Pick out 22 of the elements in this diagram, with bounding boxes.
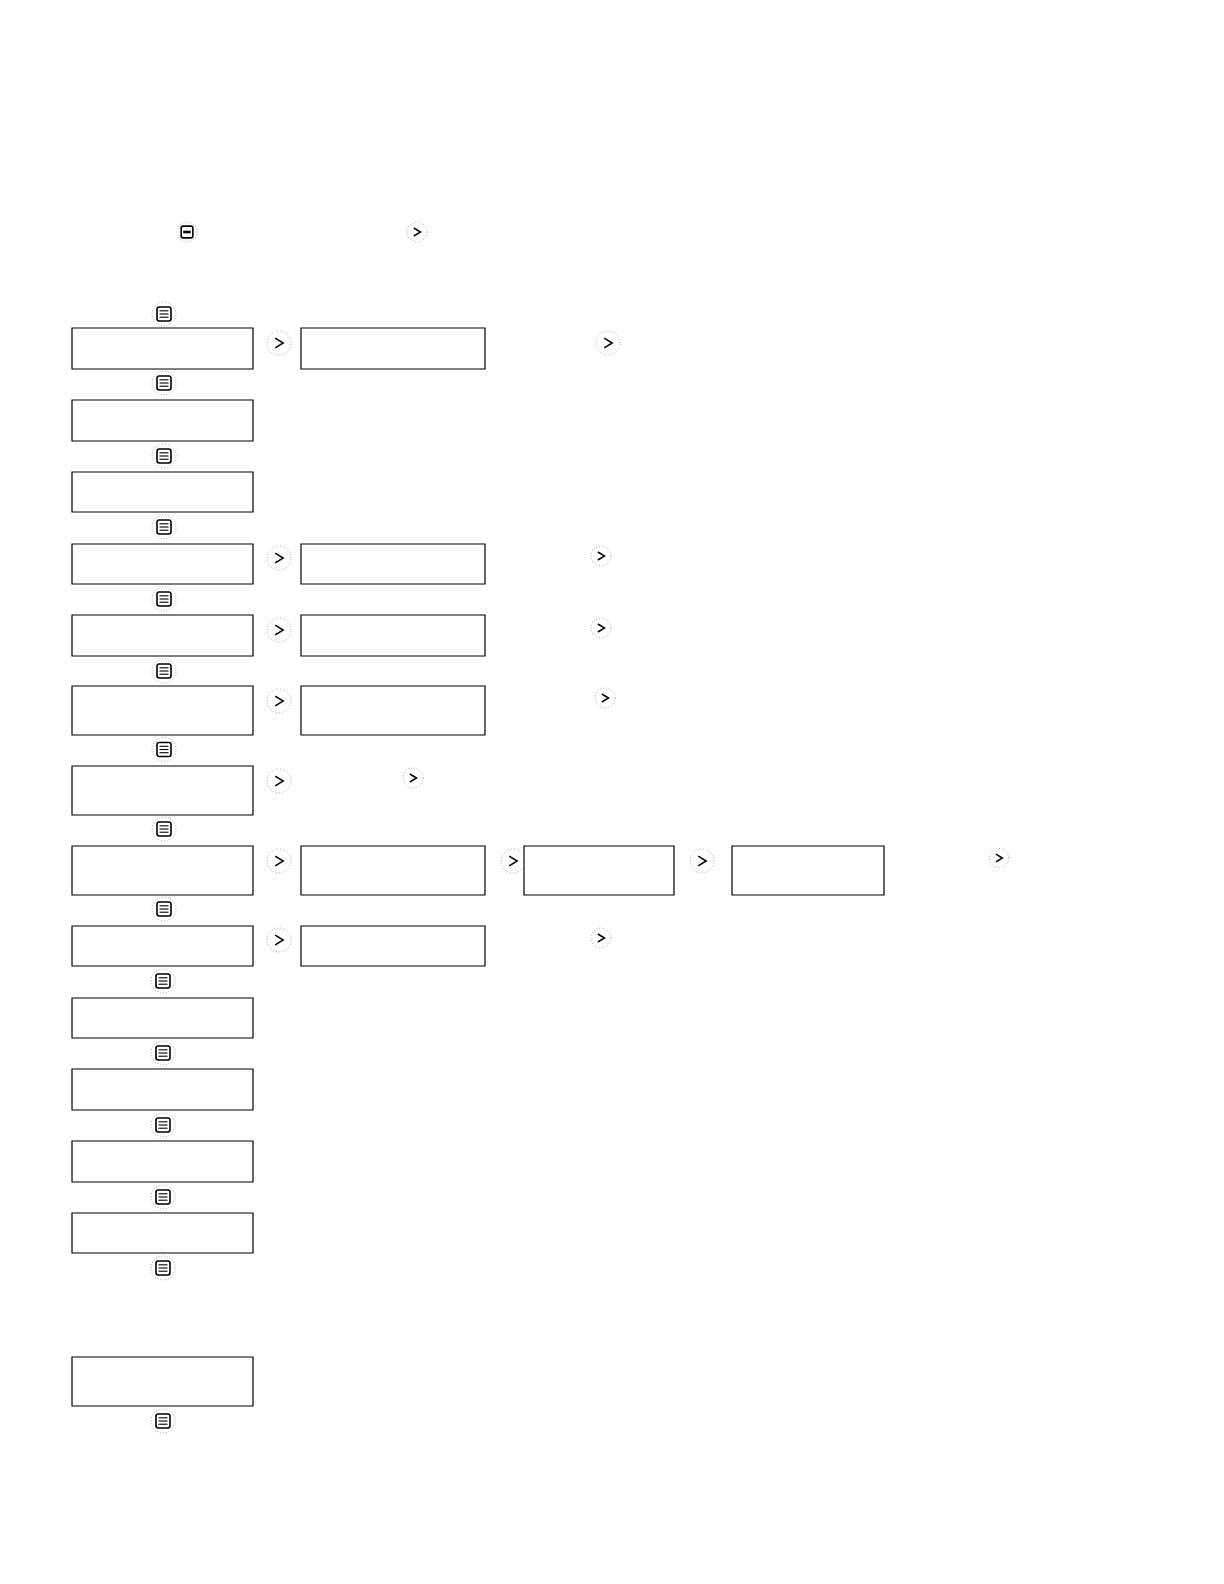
display-box (71, 845, 254, 896)
display-box (71, 543, 254, 585)
display-box (71, 1212, 254, 1254)
display-box (523, 845, 675, 896)
display-box (300, 614, 486, 657)
display-box (71, 399, 254, 442)
display-box (71, 1068, 254, 1111)
display-box (300, 845, 486, 896)
display-box (300, 685, 486, 736)
display-box (300, 925, 486, 967)
display-box (300, 543, 486, 585)
display-box (71, 997, 254, 1039)
display-box (71, 685, 254, 736)
display-box (71, 1140, 254, 1183)
display-box (71, 614, 254, 657)
display-box (71, 925, 254, 967)
display-box (731, 845, 885, 896)
display-box (300, 327, 486, 370)
display-box (71, 327, 254, 370)
display-box (71, 471, 254, 513)
display-box (71, 765, 254, 816)
display-box (71, 1356, 254, 1407)
